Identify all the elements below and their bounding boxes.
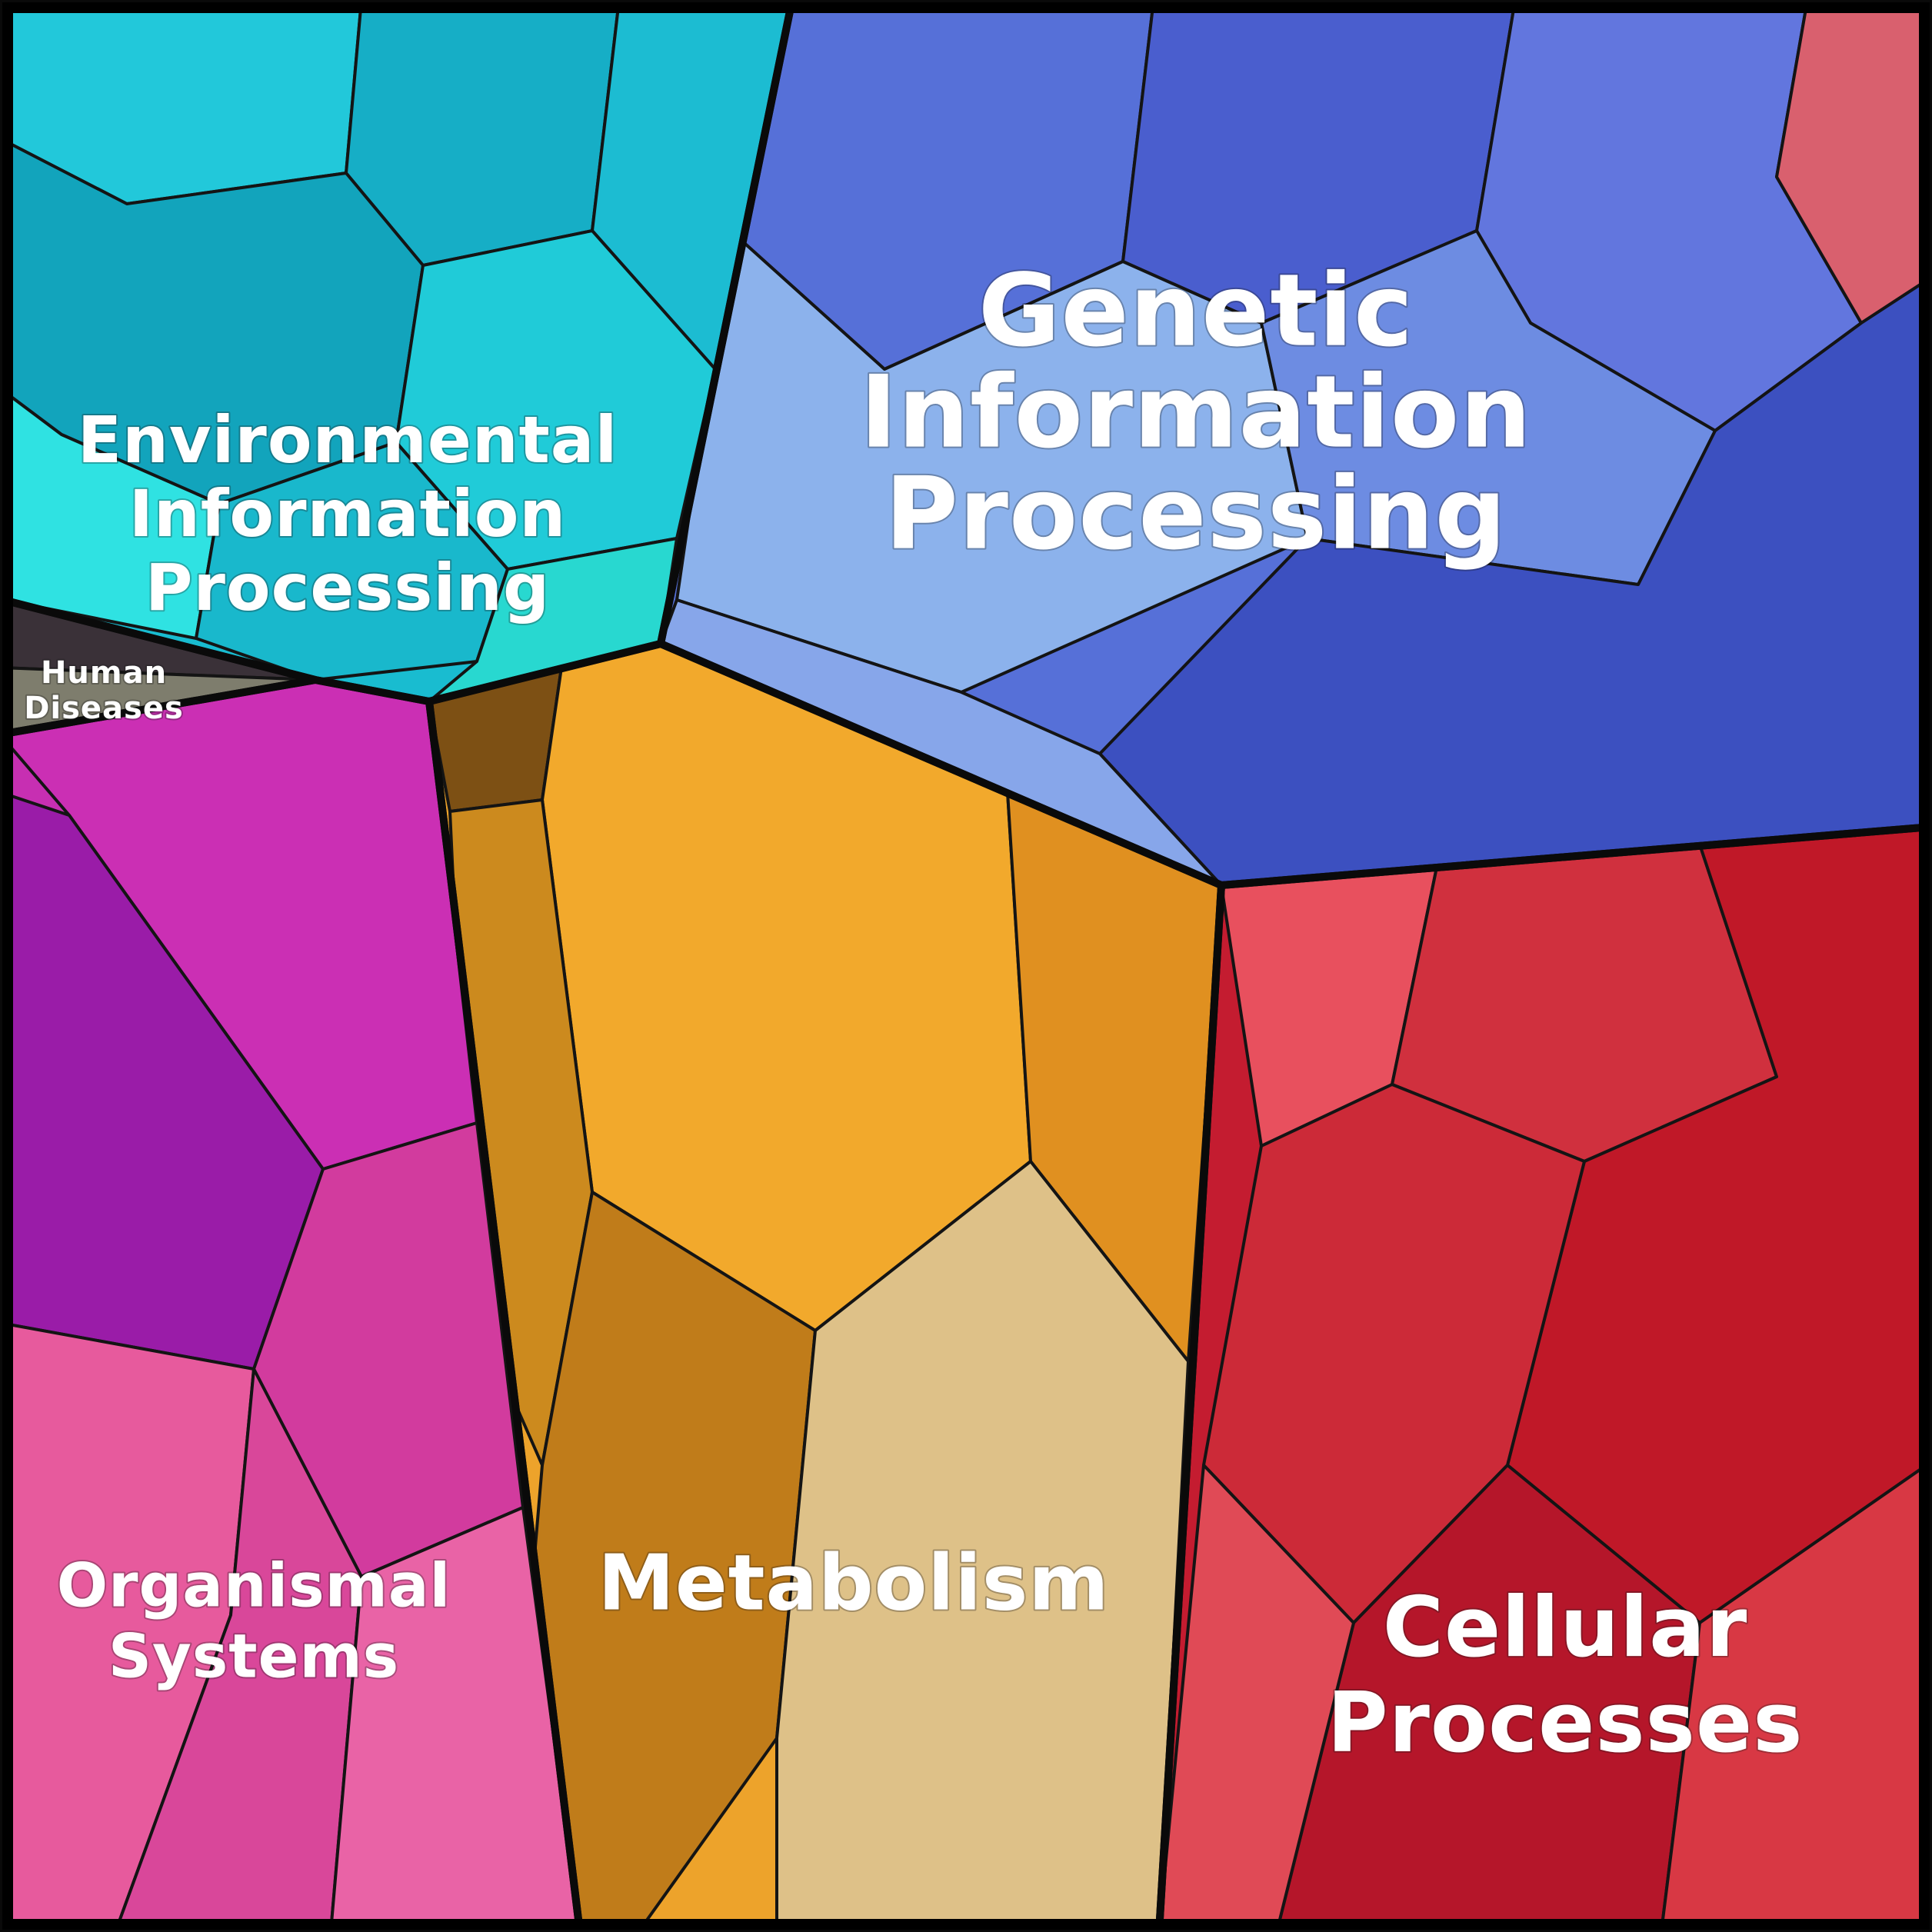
treemap-cell: [114, 1367, 363, 1932]
region-outline-cellular-processes: [1155, 823, 1932, 1932]
region-label-genetic-information-processing: Processing: [885, 455, 1507, 572]
region-label-human-diseases: Diseases: [24, 691, 184, 726]
region-organismal-systems: [0, 680, 580, 1932]
region-label-organismal-systems: Organismal: [57, 1551, 451, 1621]
region-environmental-information-processing: [0, 0, 792, 701]
region-metabolism: [429, 644, 1221, 1932]
treemap-cell: [329, 1506, 580, 1932]
region-label-organismal-systems: Systems: [108, 1622, 399, 1691]
region-label-environmental-information-processing: Processing: [145, 550, 550, 625]
region-cellular-processes: [1159, 827, 1932, 1932]
region-label-environmental-information-processing: Environmental: [78, 402, 618, 478]
region-label-metabolism: Metabolism: [598, 1537, 1109, 1627]
region-label-cellular-processes: Processes: [1327, 1675, 1804, 1771]
region-genetic-information-processing: [661, 0, 1932, 885]
region-label-cellular-processes: Cellular: [1383, 1580, 1748, 1676]
treemap-cell: [1660, 1460, 1932, 1932]
treemap-cell: [775, 1160, 1190, 1932]
region-label-genetic-information-processing: Information: [860, 354, 1532, 471]
region-label-environmental-information-processing: Information: [129, 476, 566, 551]
treemap-cell: [1159, 1464, 1355, 1932]
region-label-genetic-information-processing: Genetic: [978, 252, 1414, 369]
region-label-human-diseases: Human: [41, 655, 167, 691]
